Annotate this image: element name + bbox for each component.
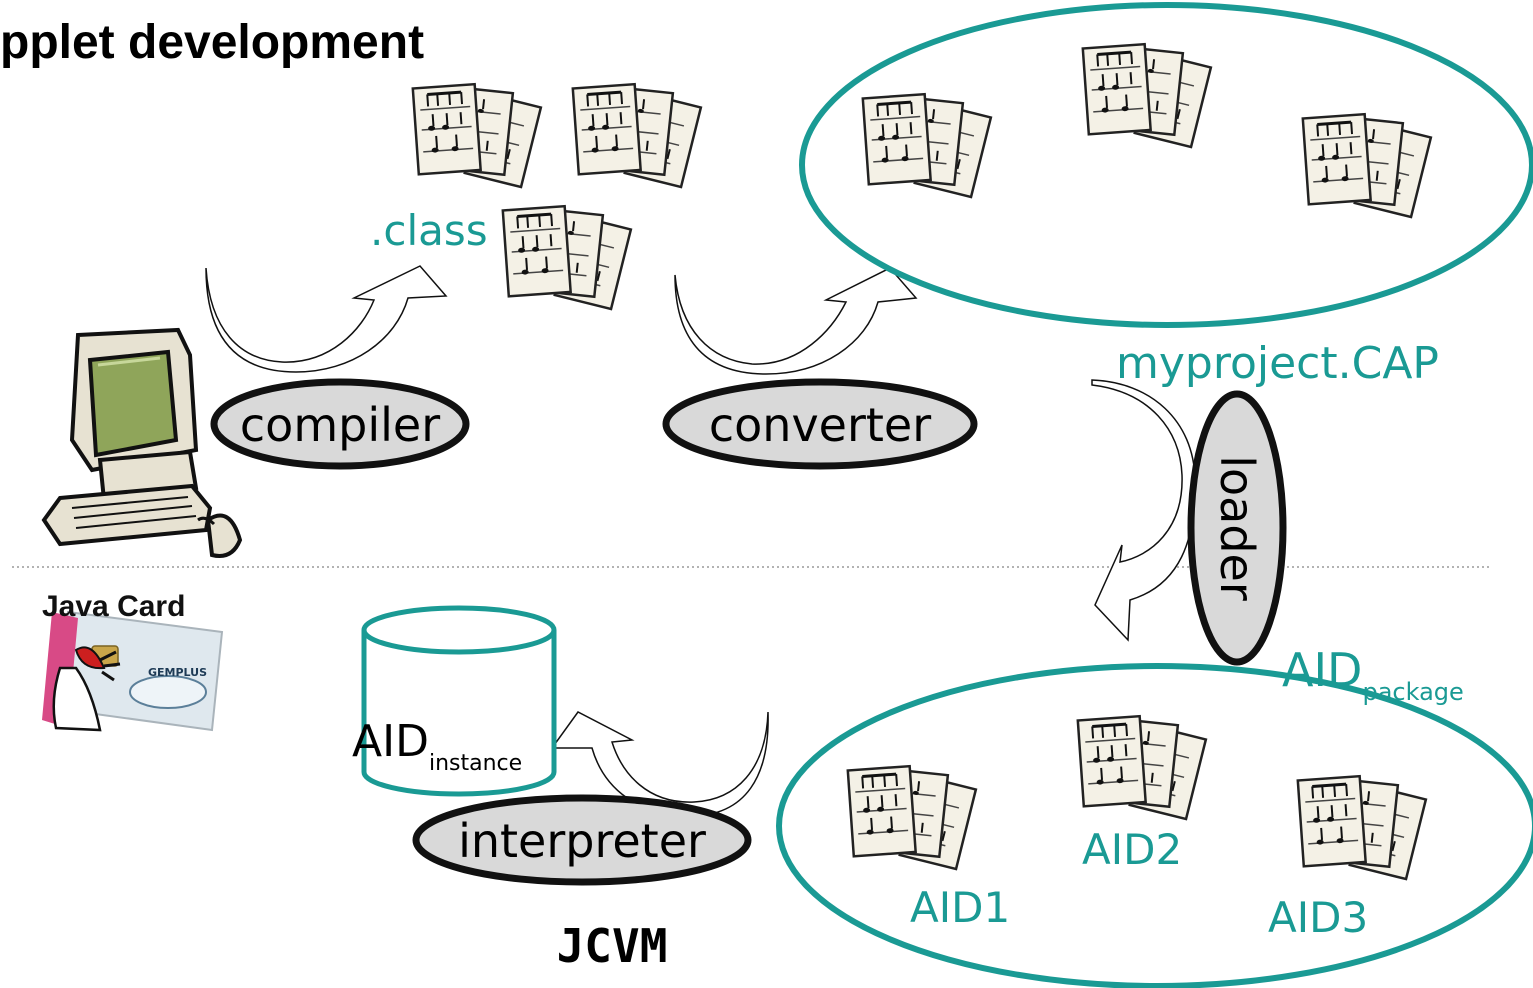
aid-instance-label: AIDinstance <box>352 716 522 776</box>
applet-icon <box>1296 774 1428 881</box>
aid1-label: AID1 <box>910 883 1010 932</box>
convert-arrow-icon <box>674 267 918 375</box>
cap-component-icon <box>1301 112 1433 219</box>
computer-icon <box>41 327 243 558</box>
compiler-label: compiler <box>240 398 440 452</box>
interpreter-tool: interpreter <box>412 794 752 886</box>
applet-icon <box>846 764 978 871</box>
compile-arrow-icon <box>205 265 448 373</box>
aid3-label: AID3 <box>1268 893 1368 942</box>
compiler-tool: compiler <box>210 378 470 470</box>
loader-tool: loader <box>1187 390 1287 666</box>
page-title: pplet development <box>0 16 424 69</box>
aid-instance-sub: instance <box>429 751 522 776</box>
java-card-logo-text: Java Card <box>42 590 185 623</box>
converter-tool: converter <box>662 378 978 470</box>
applet-icon <box>1076 714 1208 821</box>
class-files-label: .class <box>370 206 488 255</box>
svg-text:GEMPLUS: GEMPLUS <box>148 666 207 679</box>
class-file-icon <box>501 204 633 311</box>
class-file-icon <box>571 82 703 189</box>
cap-component-icon <box>861 92 993 199</box>
class-file-icon <box>411 82 543 189</box>
aid2-label: AID2 <box>1082 825 1182 874</box>
aid-package-label: AIDpackage <box>1282 643 1464 706</box>
aid-instance-cylinder <box>361 605 557 797</box>
loader-label: loader <box>1210 455 1264 601</box>
interpreter-label: interpreter <box>458 814 706 868</box>
cap-component-icon <box>1081 42 1213 149</box>
cap-file-group <box>799 2 1533 328</box>
aid-package-sub: package <box>1362 678 1463 706</box>
converter-label: converter <box>709 398 931 452</box>
cap-file-label: myproject.CAP <box>1116 338 1439 389</box>
java-card-icon: GEMPLUS Java Card <box>42 590 224 732</box>
installed-package-group: AID1 AID2 AID3 <box>776 663 1533 988</box>
aid-package-main: AID <box>1282 643 1362 697</box>
aid-instance-main: AID <box>352 716 429 767</box>
load-arrow-icon <box>1091 379 1196 642</box>
jcvm-label: JCVM <box>557 919 668 973</box>
